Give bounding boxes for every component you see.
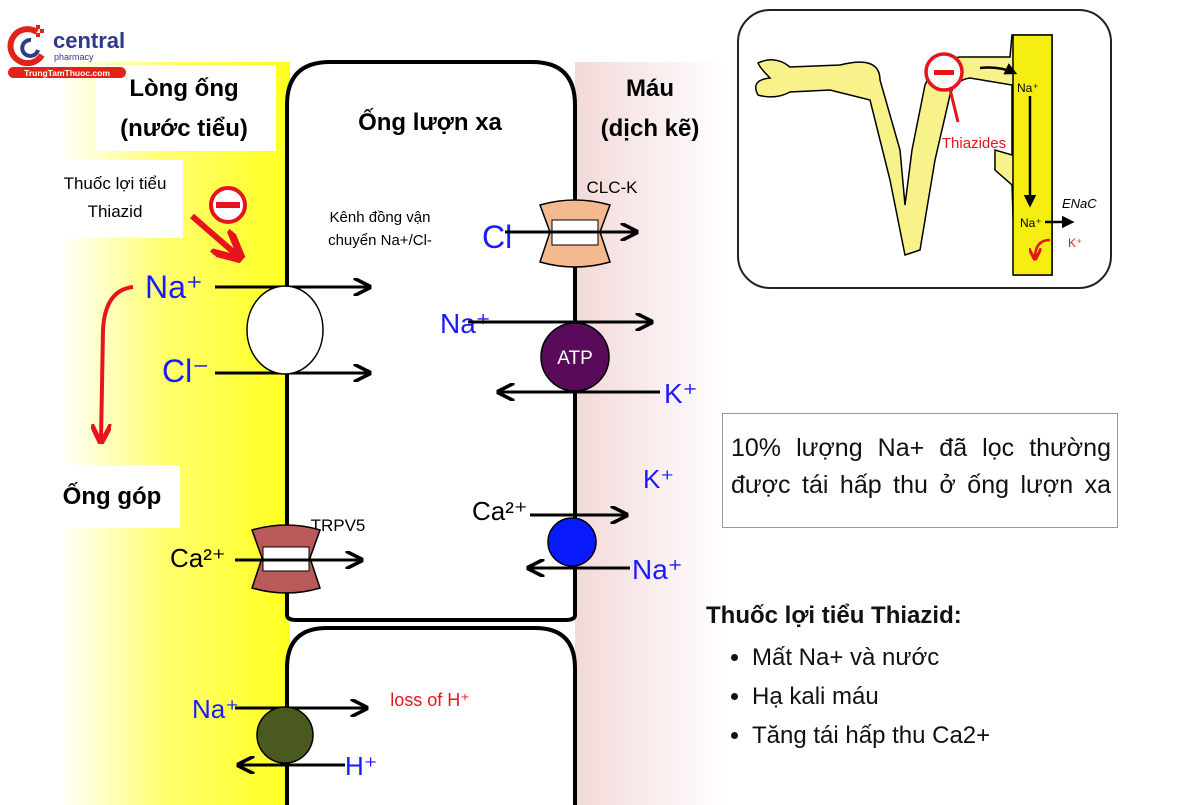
drug-arrow [190, 213, 238, 256]
drug-label-2: Thiazid [88, 202, 143, 221]
blood-region [575, 62, 725, 805]
inset-k: K⁺ [1068, 236, 1082, 250]
blood-label-2: (dịch kẽ) [601, 115, 700, 142]
thiazide-effects: Thuốc lợi tiểu Thiazid: Mất Na+ và nước … [706, 602, 990, 755]
lumen-label: Lòng ống [129, 75, 238, 102]
inhibit-icon [209, 186, 247, 224]
logo-site: TrungTamThuoc.com [24, 68, 110, 78]
ion-na-cd: Na⁺ [192, 694, 239, 724]
inset-na-top: Na⁺ [1017, 81, 1039, 95]
effect-item: Tăng tái hấp thu Ca2+ [752, 716, 990, 755]
drug-label-box [40, 160, 183, 238]
central-pharmacy-logo: central pharmacy TrungTamThuoc.com [7, 25, 126, 78]
ion-ca-lumen: Ca²⁺ [170, 543, 226, 573]
collecting-duct-cell [285, 626, 577, 805]
clck-label: CLC-K [586, 178, 638, 197]
ion-cl-cell: Cl⁻ [482, 219, 529, 255]
na-ca-exchanger [547, 517, 597, 567]
ion-na-lumen: Na⁺ [145, 269, 203, 305]
ion-h: H⁺ [345, 751, 378, 781]
ion-na-exchanger: Na⁺ [632, 554, 683, 585]
effects-title: Thuốc lợi tiểu Thiazid: [706, 602, 962, 629]
lumen-label-box [96, 65, 276, 151]
logo-sub: pharmacy [54, 52, 94, 62]
ion-ca-cell: Ca²⁺ [472, 496, 528, 526]
na-to-collecting-arrow [101, 285, 134, 440]
nephron-inset: Thiazides Na⁺ Na⁺ ENaC K⁺ [737, 9, 1112, 289]
ion-k-atp: K⁺ [664, 378, 697, 409]
collecting-duct-label: Ống góp [63, 482, 162, 510]
reabsorption-note: 10% lượng Na+ đã lọc thường được tái hấp… [722, 413, 1118, 528]
distal-tubule-cell [285, 60, 577, 622]
na-h-exchanger [256, 706, 314, 764]
inset-thiazides: Thiazides [942, 135, 1006, 152]
drug-label: Thuốc lợi tiểu [64, 174, 167, 193]
loss-h-label: loss of H⁺ [390, 690, 470, 710]
ion-k-blood: K⁺ [643, 464, 674, 494]
collecting-duct-label-box [40, 465, 180, 528]
trpv5-label: TRPV5 [311, 516, 366, 535]
blood-label: Máu [626, 75, 674, 102]
atp-label: ATP [557, 348, 593, 369]
effect-item: Mất Na+ và nước [752, 638, 990, 677]
inset-na-bottom: Na⁺ [1020, 216, 1042, 230]
ion-cl-lumen: Cl⁻ [162, 353, 209, 389]
inset-enac: ENaC [1062, 196, 1097, 211]
lumen-label-2: (nước tiểu) [120, 115, 248, 142]
logo-brand: central [53, 28, 125, 53]
nacl-cotransporter [246, 285, 324, 375]
effects-list: Mất Na+ và nước Hạ kali máu Tăng tái hấp… [706, 638, 990, 755]
cotransporter-label-2: chuyển Na+/Cl- [328, 232, 432, 249]
cotransporter-label: Kênh đồng vận [330, 209, 431, 226]
effect-item: Hạ kali máu [752, 677, 990, 716]
cell-label: Ống lượn xa [358, 108, 502, 136]
